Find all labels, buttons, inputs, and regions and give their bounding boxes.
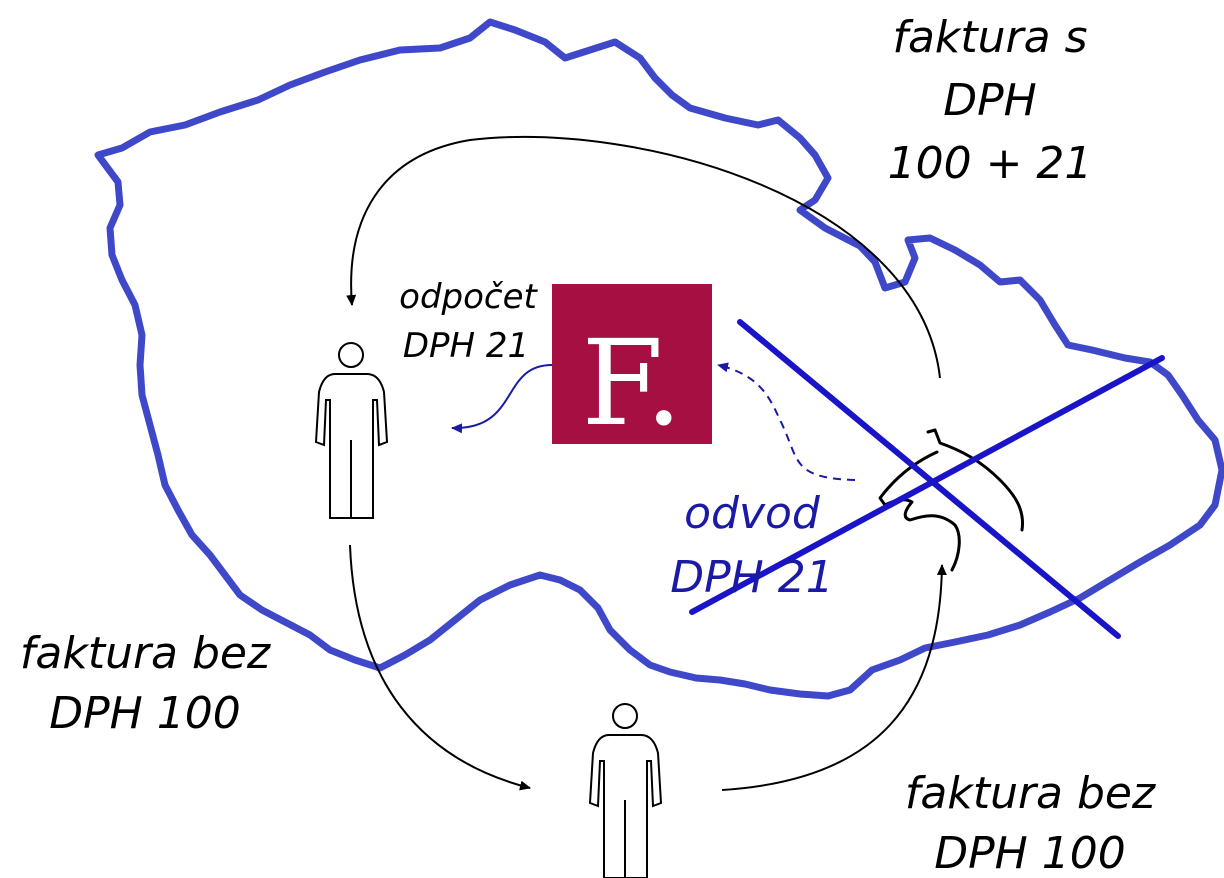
label-line: 100 + 21 <box>888 138 1093 189</box>
arrow-logo-to-left-person-deduction <box>451 364 553 434</box>
label-vat-deduction: odpočet DPH 21 <box>399 277 538 366</box>
label-invoice-without-vat-left: faktura bez DPH 100 <box>20 628 271 739</box>
label-line: DPH 21 <box>403 326 529 366</box>
arrow-horse-to-logo-payment-dashed <box>717 362 856 481</box>
label-line: DPH 100 <box>934 828 1125 878</box>
label-invoice-with-vat: faktura s DPH 100 + 21 <box>888 12 1093 189</box>
label-vat-payment: odvod DPH 21 <box>670 488 833 603</box>
person-icon <box>314 342 389 519</box>
horse-head-icon <box>878 428 1025 572</box>
label-line: faktura bez <box>905 768 1156 819</box>
label-line: odvod <box>684 488 821 539</box>
person-icon <box>588 703 663 878</box>
logo-background <box>552 284 712 444</box>
label-line: DPH <box>943 75 1037 126</box>
logo-letter: F. <box>581 314 682 452</box>
label-line: faktura bez <box>20 628 271 679</box>
label-line: DPH 21 <box>670 552 833 603</box>
arrow-bottom-person-to-horse <box>721 564 947 791</box>
arrow-horse-to-left-person <box>346 136 941 379</box>
country-map-outline <box>94 18 1224 700</box>
arrow-left-person-to-bottom-person <box>349 544 531 791</box>
label-line: odpočet <box>399 277 538 317</box>
label-line: faktura s <box>892 12 1087 63</box>
label-line: DPH 100 <box>49 688 240 739</box>
label-invoice-without-vat-bottom: faktura bez DPH 100 <box>905 768 1156 878</box>
cross-out-mark <box>689 319 1165 639</box>
tax-office-logo: F. <box>552 284 712 452</box>
